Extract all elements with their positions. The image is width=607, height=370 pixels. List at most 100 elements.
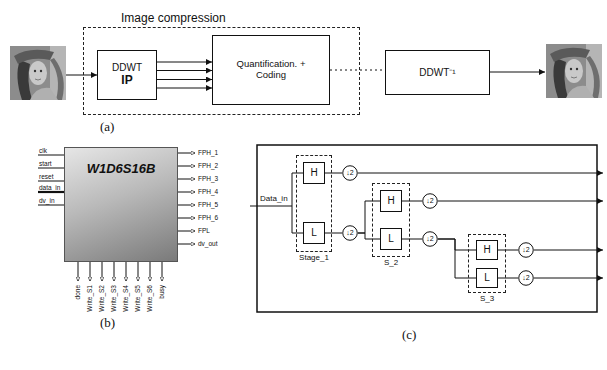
pin-name: start xyxy=(39,160,52,167)
filter-box: H xyxy=(303,162,325,184)
pin-name: reset xyxy=(39,173,53,180)
output-pin xyxy=(178,166,195,167)
output-arrow xyxy=(358,173,603,174)
node-text: ↓2 xyxy=(522,246,529,254)
node-text: ↓2 xyxy=(522,274,529,282)
pin-name: Write_S2 xyxy=(98,285,105,312)
output-pin xyxy=(114,262,115,281)
node-text: ↓2 xyxy=(346,229,353,237)
node-text: DDWT xyxy=(112,62,142,74)
pin-name: Write_S3 xyxy=(110,285,117,312)
connector xyxy=(358,201,380,233)
connector xyxy=(402,201,422,202)
signal-name: Data_in xyxy=(260,194,288,203)
circle-outline xyxy=(519,271,534,286)
pin-name: busy xyxy=(158,285,165,299)
pin-name: done xyxy=(74,285,81,299)
node-text: L xyxy=(388,233,394,245)
node-text: L xyxy=(484,272,490,284)
pin-name: dv_out xyxy=(198,240,218,247)
pin-name: Write_S5 xyxy=(134,285,141,312)
pin-name: clk xyxy=(39,147,47,154)
connector xyxy=(498,250,518,251)
pin-name: FPH_1 xyxy=(198,149,218,156)
connector xyxy=(402,239,422,240)
chip-block: W1D6S16B xyxy=(64,147,178,262)
filter-box: L xyxy=(303,222,325,244)
process-box: DDWTIP xyxy=(97,50,157,100)
output-pin xyxy=(78,262,79,281)
pin-name: FPH_2 xyxy=(198,162,218,169)
output-arrow xyxy=(534,250,603,251)
pin-name: start xyxy=(39,160,52,167)
pin-name: FPH_5 xyxy=(198,201,218,208)
pin-name: clk xyxy=(39,147,47,154)
process-box: Quantification. + Coding xyxy=(212,35,330,105)
pin-name: FPH_5 xyxy=(198,201,218,208)
filter-box: L xyxy=(380,228,402,250)
output-pin xyxy=(138,262,139,281)
pin-name: FPH_1 xyxy=(198,149,218,156)
connector xyxy=(157,88,212,89)
figure-tag: (b) xyxy=(100,315,115,330)
node-text: L xyxy=(311,227,317,239)
output-photo xyxy=(546,44,602,98)
node-text: H xyxy=(483,244,490,256)
downsample-circle: ↓2 xyxy=(518,270,534,286)
stage-box: S_2HL xyxy=(372,183,410,257)
filter-box: H xyxy=(476,240,498,260)
output-pin xyxy=(178,153,195,154)
figure-tag: (a) xyxy=(100,120,114,134)
figure-tag: (c) xyxy=(402,327,416,342)
connector xyxy=(157,62,212,63)
dashed-group-box: Image compressionDDWTIPQuantification. +… xyxy=(83,27,360,115)
circle-outline xyxy=(343,226,358,241)
connector xyxy=(325,233,342,234)
pin-name: FPH_4 xyxy=(198,188,218,195)
downsample-circle: ↓2 xyxy=(342,225,358,241)
output-pin xyxy=(178,218,195,219)
bus-pin xyxy=(38,191,64,193)
input-arrow xyxy=(66,75,97,76)
filter-box: L xyxy=(476,268,498,288)
pin-name: dv_out xyxy=(198,240,218,247)
pin-name: reset xyxy=(39,173,53,180)
output-pin xyxy=(102,262,103,281)
connector xyxy=(498,278,518,279)
node-text: S_2 xyxy=(373,258,409,267)
node-text: S_3 xyxy=(469,294,505,303)
pin-name: FPL xyxy=(198,227,210,234)
connector xyxy=(157,79,212,80)
filter-box: H xyxy=(380,190,402,212)
circle-outline xyxy=(519,243,534,258)
pin-name: FPH_3 xyxy=(198,175,218,182)
pin-name: Write_S3 xyxy=(110,285,117,312)
circle-outline xyxy=(423,232,438,247)
downsample-circle: ↓2 xyxy=(422,193,438,209)
node-text: ↓2 xyxy=(346,169,353,177)
pin-name: FPH_4 xyxy=(198,188,218,195)
pin-name: busy xyxy=(158,285,165,299)
connector xyxy=(325,173,342,174)
output-arrow xyxy=(534,278,603,279)
input-photo xyxy=(10,46,66,100)
connector xyxy=(438,239,476,250)
downsample-circle: ↓2 xyxy=(518,242,534,258)
connector xyxy=(358,233,380,239)
pin-name: Write_S6 xyxy=(146,285,153,312)
output-pin xyxy=(178,192,195,193)
node-text: Quantification. + Coding xyxy=(233,59,309,81)
figure-tag: (b) xyxy=(100,316,115,330)
output-arrow xyxy=(438,201,603,202)
pin-name: done xyxy=(74,285,81,299)
output-pin xyxy=(126,262,127,281)
node-text: Image compression xyxy=(121,12,226,26)
stage-box: S_3HL xyxy=(468,234,506,293)
circle-outline xyxy=(343,166,358,181)
output-pin xyxy=(162,262,163,281)
input-pin xyxy=(38,155,64,205)
node-text: IP xyxy=(121,74,132,88)
node-text: Stage_1 xyxy=(297,253,331,262)
stage-box: Stage_1HL xyxy=(296,155,332,252)
pin-name: Write_S1 xyxy=(86,285,93,312)
